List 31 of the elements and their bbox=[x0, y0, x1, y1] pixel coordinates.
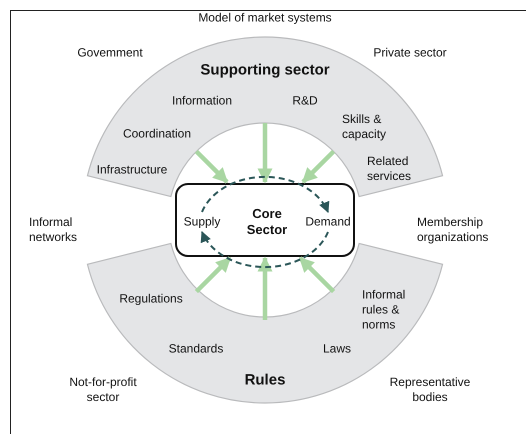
sector-heading: Rules bbox=[244, 372, 286, 390]
band-item-label: Related services bbox=[367, 154, 412, 184]
influence-arrow bbox=[258, 123, 272, 184]
stakeholder-label: Govemment bbox=[76, 46, 144, 60]
band-item-label: Skills & capacity bbox=[342, 112, 388, 142]
band-item-label: R&D bbox=[291, 94, 319, 108]
stakeholder-label: Informal networks bbox=[29, 215, 78, 245]
influence-arrow bbox=[301, 150, 336, 184]
market-function-label: Demand bbox=[304, 214, 352, 230]
cycle-arrow bbox=[201, 231, 329, 268]
core-sector-label: Core Sector bbox=[246, 206, 288, 238]
band-item-label: Infrastructure bbox=[96, 162, 168, 178]
band-item-label: Coordination bbox=[122, 126, 192, 142]
cycle-arrow bbox=[201, 176, 329, 213]
influence-arrow bbox=[258, 256, 272, 320]
band-item-label: Laws bbox=[322, 342, 352, 356]
band-item-label: Regulations bbox=[118, 292, 184, 306]
band-item-label: Standards bbox=[168, 342, 224, 356]
influence-arrow bbox=[194, 256, 232, 294]
stakeholder-label: Representative bodies bbox=[388, 375, 472, 405]
influence-arrow bbox=[194, 150, 229, 184]
diagram-title: Model of market systems bbox=[198, 10, 332, 26]
sector-heading: Supporting sector bbox=[199, 62, 331, 80]
core-sector-box bbox=[175, 183, 355, 257]
stakeholder-label: Not-for-profit sector bbox=[68, 375, 138, 405]
stakeholder-label: Membership organizations bbox=[417, 215, 490, 245]
market-function-label: Supply bbox=[182, 214, 222, 230]
stakeholder-label: Private sector bbox=[372, 46, 448, 60]
band-item-label: Informal rules & norms bbox=[362, 288, 406, 332]
band-item-label: Information bbox=[170, 94, 234, 108]
influence-arrow bbox=[298, 256, 336, 294]
